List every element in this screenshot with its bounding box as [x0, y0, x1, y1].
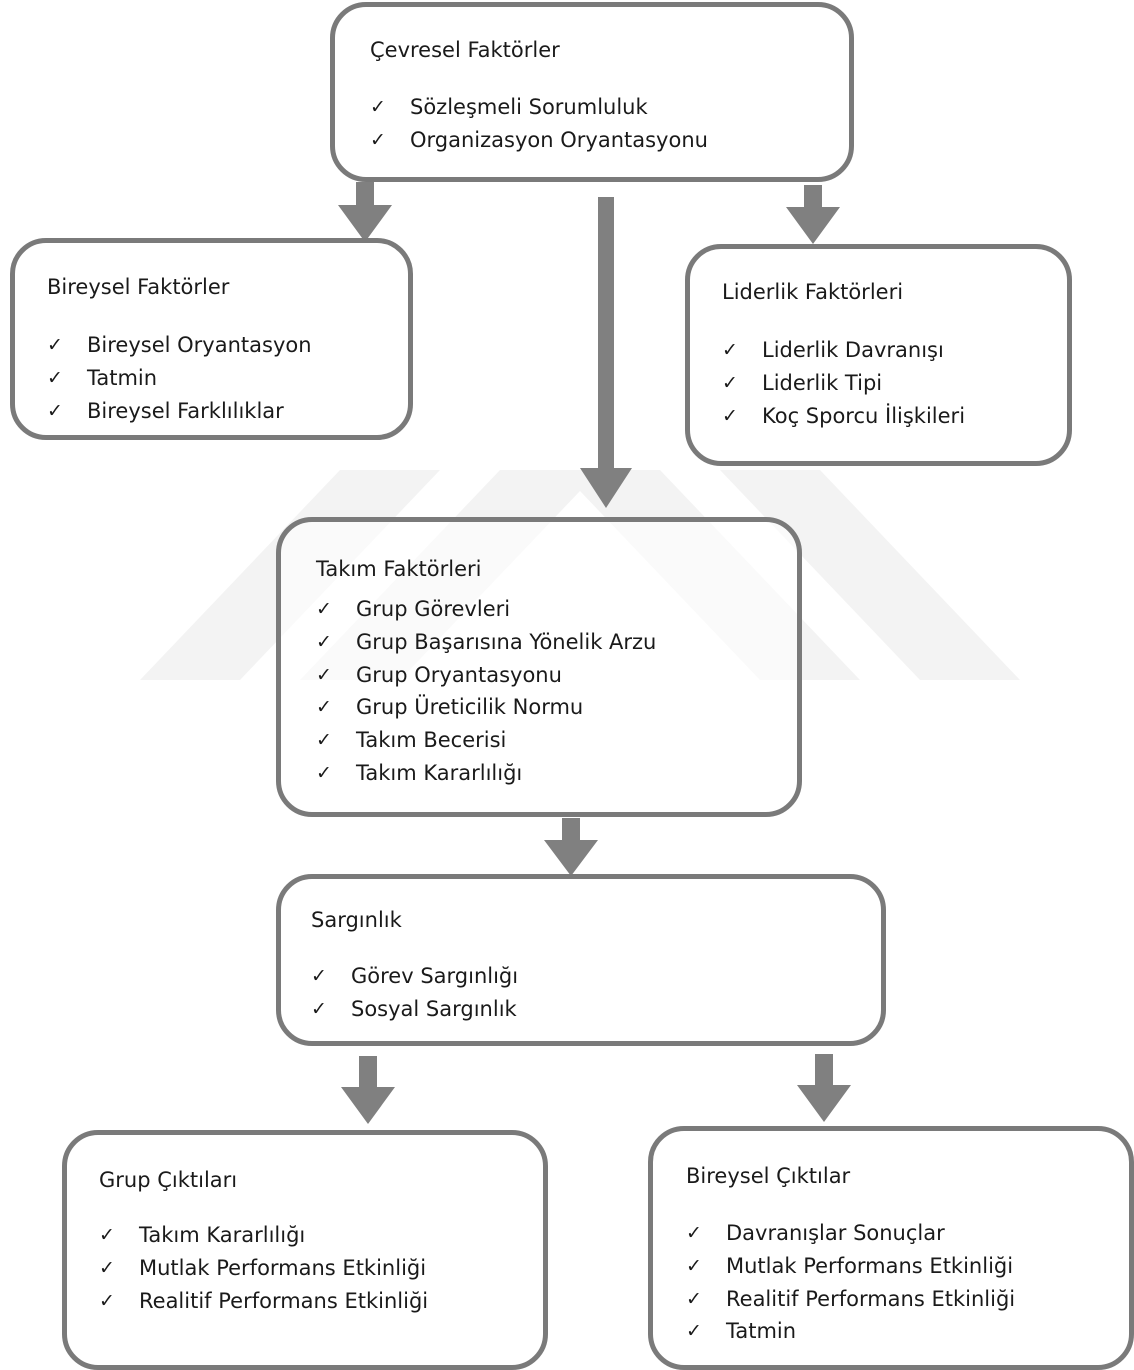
box-cevresel-faktorler: Çevresel Faktörler ✓ Sözleşmeli Sorumlulu… [330, 2, 854, 182]
factor-item-label: Bireysel Oryantasyon [87, 333, 312, 357]
arrow-cevresel-to-takim [580, 197, 632, 508]
factor-item-label: Grup Üreticilik Normu [356, 695, 584, 720]
factor-item: ✓ Grup Oryantasyonu [316, 659, 656, 692]
checkmark-icon: ✓ [316, 729, 332, 752]
checkmark-icon: ✓ [316, 630, 332, 653]
arrow-sargin-to-bireysel-cikti [797, 1054, 851, 1122]
factor-item: ✓ Organizasyon Oryantasyonu [370, 124, 708, 157]
factor-item-label: Sözleşmeli Sorumluluk [410, 95, 648, 119]
factor-item: ✓ Takım Becerisi [316, 724, 656, 757]
factor-item-label: Liderlik Davranışı [762, 338, 944, 362]
checkmark-icon: ✓ [370, 128, 386, 151]
factor-list: ✓ Görev Sargınlığı ✓ Sosyal Sargınlık [311, 960, 518, 1026]
box-sarginlik: Sargınlık ✓ Görev Sargınlığı ✓ Sosyal Sargı… [276, 874, 886, 1046]
factor-item-label: Grup Görevleri [356, 597, 511, 621]
factor-item: ✓ Koç Sporcu İlişkileri [722, 400, 965, 433]
factor-item-label: Liderlik Tipi [762, 370, 883, 395]
factor-item: ✓ Liderlik Davranışı [722, 334, 965, 367]
box-takim-faktorleri: Takım Faktörleri ✓ Grup Görevleri ✓ Grup Ba… [276, 517, 802, 817]
factor-item-label: Bireysel Farklılıklar [87, 398, 284, 423]
factor-item: ✓ Davranışlar Sonuçlar [686, 1217, 1015, 1250]
factor-list: ✓ Davranışlar Sonuçlar ✓ Mutlak Performans … [686, 1217, 1015, 1348]
checkmark-icon: ✓ [686, 1222, 702, 1244]
box-liderlik-faktorleri: Liderlik Faktörleri ✓Liderlik Davranışı✓… [685, 244, 1072, 466]
factor-list: ✓ Takım Kararlılığı ✓ Mutlak Performans Etk… [99, 1219, 428, 1317]
checkmark-icon: ✓ [316, 696, 332, 719]
checkmark-icon: ✓ [47, 366, 63, 389]
factor-item-label: Organizasyon Oryantasyonu [410, 127, 708, 152]
factor-item-label: Mutlak Performans Etkinliği [139, 1255, 427, 1280]
checkmark-icon: ✓ [47, 334, 63, 356]
factor-item-label: Sosyal Sargınlık [351, 996, 517, 1021]
factor-list: ✓ Grup Görevleri ✓ Grup Başarısına Yönelik … [316, 593, 656, 790]
arrow-sargin-to-grup-cikti [341, 1056, 395, 1124]
factor-list: ✓ Sözleşmeli Sorumluluk ✓ Organizasyon Orya… [370, 91, 708, 157]
box-bireysel-faktorler: Bireysel Faktörler ✓ Bireysel Oryantasyon… [10, 238, 413, 440]
box-title: Çevresel Faktörler [370, 38, 560, 62]
checkmark-icon: ✓ [686, 1254, 702, 1277]
factor-item-label: Davranışlar Sonuçlar [726, 1221, 945, 1245]
checkmark-icon: ✓ [311, 997, 327, 1020]
arrow-cevresel-to-bireysel [338, 182, 392, 242]
factor-list: ✓ Bireysel Oryantasyon ✓ Tatmin ✓ Bireysel Fa… [47, 329, 312, 427]
box-title: Liderlik Faktörleri [722, 280, 904, 304]
arrow-cevresel-to-liderlik [786, 185, 840, 244]
factor-item-label: Tatmin [726, 1319, 797, 1344]
factor-item: ✓ Liderlik Tipi [722, 367, 965, 400]
factor-item: ✓ Realitif Performans Etkinliği [686, 1283, 1015, 1316]
box-bireysel-ciktilar: Bireysel Çıktılar ✓Davranışlar Sonuçlar✓… [648, 1126, 1134, 1370]
factor-item-label: Grup Başarısına Yönelik Arzu [356, 629, 657, 654]
checkmark-icon: ✓ [99, 1224, 115, 1246]
checkmark-icon: ✓ [99, 1289, 115, 1312]
checkmark-icon: ✓ [722, 339, 738, 361]
box-grup-ciktilari: Grup Çıktıları ✓ Takım Kararlılığı ✓ Mutlak… [62, 1130, 548, 1370]
factor-item-label: Takım Becerisi [356, 728, 507, 753]
factor-item-label: Görev Sargınlığı [351, 964, 519, 988]
factor-item: ✓ Tatmin [47, 362, 312, 395]
factor-item: ✓ Takım Kararlılığı [316, 757, 656, 790]
box-title: Bireysel Faktörler [47, 275, 230, 299]
factor-item: ✓ Tatmin [686, 1315, 1015, 1348]
factor-item-label: Tatmin [87, 365, 158, 390]
factor-item: ✓ Bireysel Oryantasyon [47, 329, 312, 362]
box-title: Bireysel Çıktılar [686, 1164, 851, 1188]
factor-item: ✓ Sosyal Sargınlık [311, 993, 518, 1026]
factor-item-label: Takım Kararlılığı [356, 760, 523, 785]
checkmark-icon: ✓ [722, 404, 738, 427]
factor-item: ✓ Realitif Performans Etkinliği [99, 1285, 428, 1318]
checkmark-icon: ✓ [686, 1320, 702, 1343]
arrow-takim-to-sargin [544, 818, 598, 876]
checkmark-icon: ✓ [722, 371, 738, 394]
checkmark-icon: ✓ [370, 96, 386, 118]
checkmark-icon: ✓ [47, 399, 63, 422]
checkmark-icon: ✓ [316, 761, 332, 784]
factor-item: ✓ Grup Üreticilik Normu [316, 691, 656, 724]
box-title: Sargınlık [311, 908, 402, 932]
box-title: Grup Çıktıları [99, 1168, 238, 1192]
checkmark-icon: ✓ [311, 965, 327, 987]
box-title: Takım Faktörleri [316, 557, 482, 581]
factor-list: ✓ Liderlik Davranışı ✓ Liderlik Tipi ✓ Koç Sp… [722, 334, 965, 432]
factor-item-label: Realitif Performans Etkinliği [726, 1286, 1016, 1311]
factor-item-label: Grup Oryantasyonu [356, 662, 562, 687]
factor-item-label: Realitif Performans Etkinliği [139, 1288, 429, 1313]
factor-item: ✓ Görev Sargınlığı [311, 960, 518, 993]
checkmark-icon: ✓ [316, 598, 332, 620]
checkmark-icon: ✓ [99, 1256, 115, 1279]
factor-item: ✓ Mutlak Performans Etkinliği [686, 1250, 1015, 1283]
checkmark-icon: ✓ [316, 663, 332, 686]
factor-item: ✓ Grup Görevleri [316, 593, 656, 626]
factor-item: ✓ Grup Başarısına Yönelik Arzu [316, 626, 656, 659]
checkmark-icon: ✓ [686, 1287, 702, 1310]
factor-item-label: Koç Sporcu İlişkileri [762, 403, 966, 428]
factor-item-label: Mutlak Performans Etkinliği [726, 1253, 1014, 1278]
factor-item: ✓ Bireysel Farklılıklar [47, 395, 312, 428]
factor-item-label: Takım Kararlılığı [139, 1223, 306, 1247]
factor-item: ✓ Takım Kararlılığı [99, 1219, 428, 1252]
factor-item: ✓ Mutlak Performans Etkinliği [99, 1252, 428, 1285]
factor-item: ✓ Sözleşmeli Sorumluluk [370, 91, 708, 124]
